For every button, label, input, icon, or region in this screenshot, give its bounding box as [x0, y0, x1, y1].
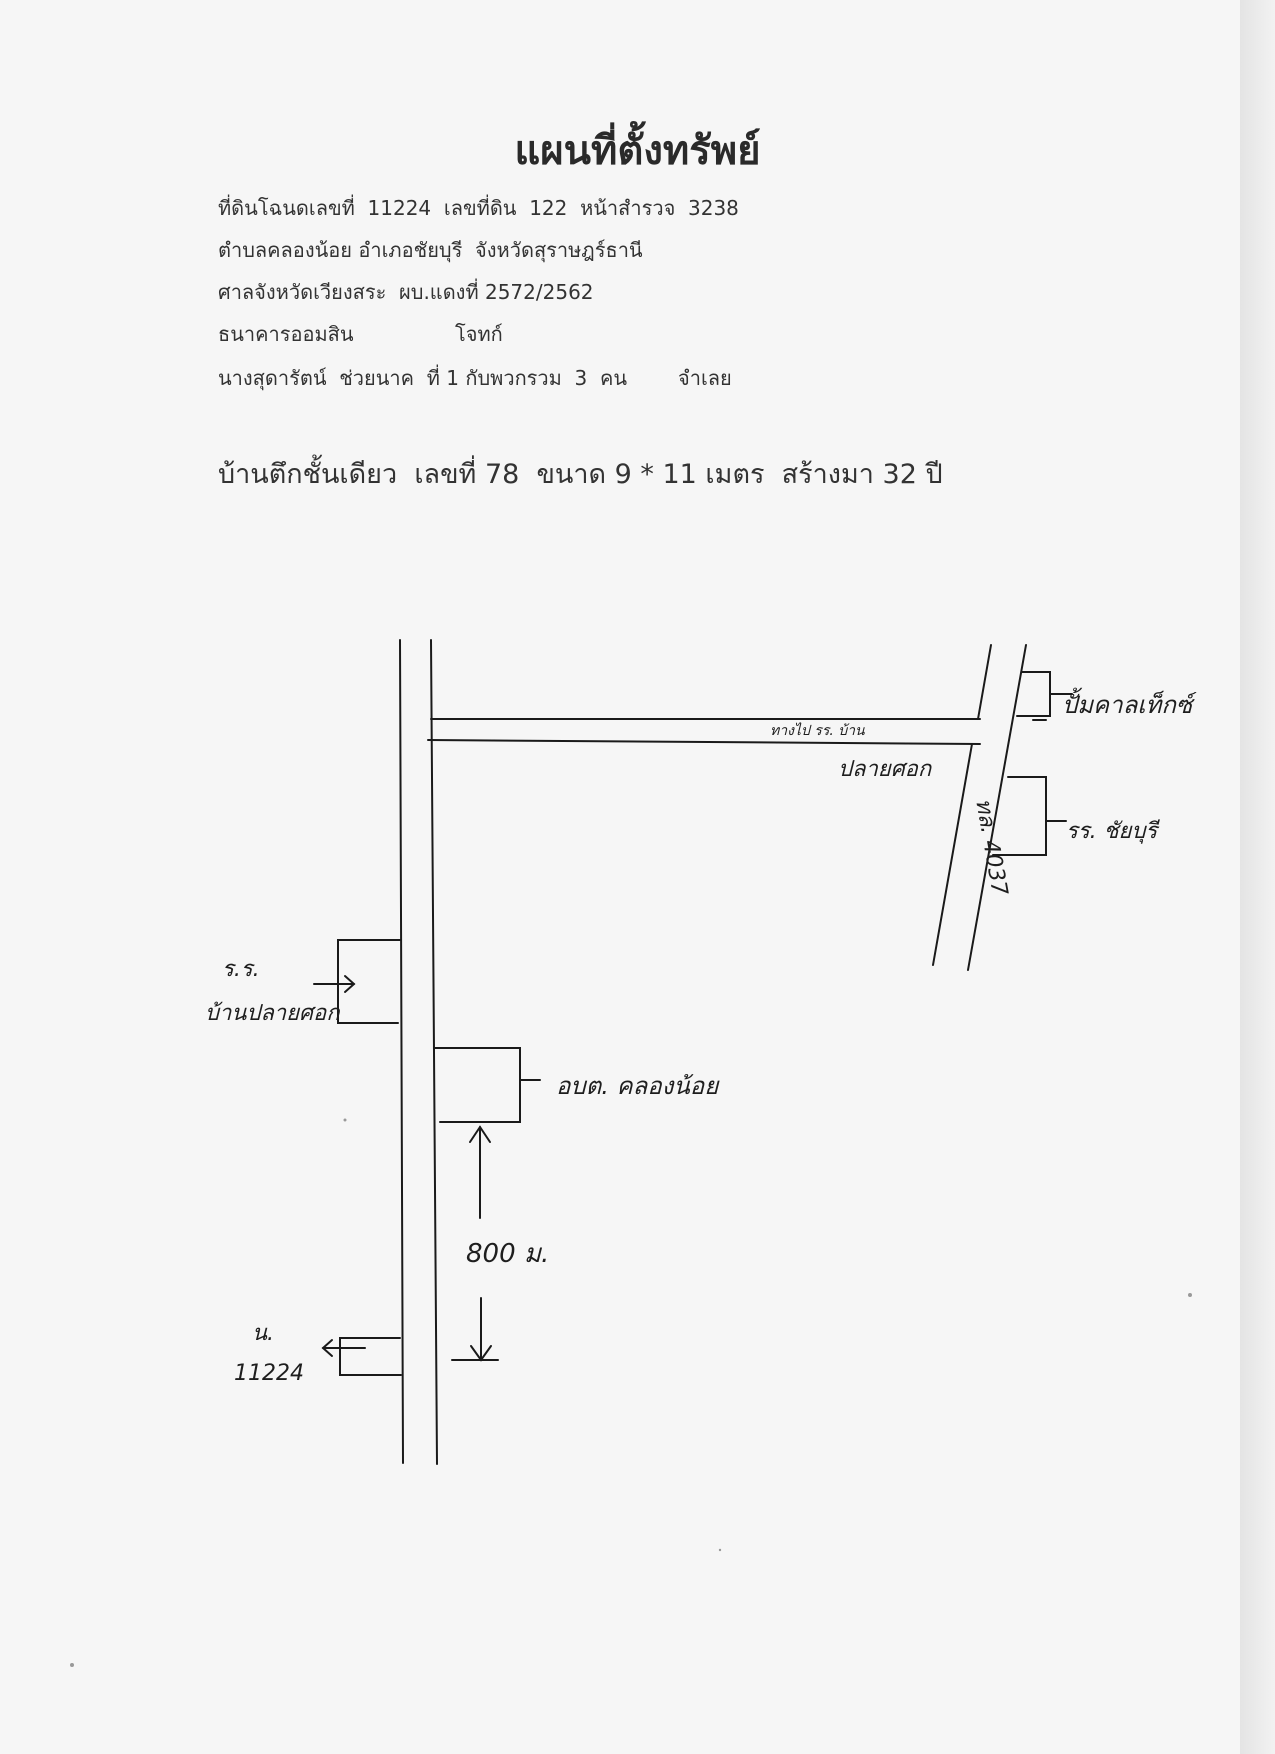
school-left-label-1: ร.ร. — [222, 957, 260, 982]
highway-left-edge-lower — [932, 743, 973, 966]
property-marker — [339, 1337, 402, 1376]
defendant-role: จำเลย — [678, 366, 732, 390]
property-label-1: น. — [252, 1321, 274, 1346]
building-description: บ้านตึกชั้นเดียว เลขที่ 78 ขนาด 9 * 11 เ… — [218, 459, 943, 490]
tambon-office-label: อบต. คลองน้อย — [556, 1072, 720, 1100]
school-chaiburi-label: รร. ชัยบุรี — [1066, 819, 1160, 844]
school-left-label-2: บ้านปลายศอก — [205, 1001, 341, 1026]
page-title: แผนที่ตั้งทรัพย์ — [514, 128, 761, 174]
deed-info-line: ที่ดินโฉนดเลขที่ 11224 เลขที่ดิน 122 หน้… — [218, 196, 739, 220]
court-case-line: ศาลจังหวัดเวียงสระ ผบ.แดงที่ 2572/2562 — [218, 280, 594, 304]
main-road-right-edge — [430, 639, 438, 1465]
main-road-left-edge — [399, 639, 404, 1464]
school-left-marker — [337, 939, 401, 1024]
highway-right-edge — [967, 644, 1027, 971]
distance-label: 800 ม. — [466, 1239, 549, 1269]
highway-label: ทล. 4037 — [970, 797, 1012, 898]
highway-left-edge-upper — [977, 644, 992, 720]
school-chaiburi-marker — [992, 776, 1047, 856]
scanned-page — [0, 0, 1240, 1754]
gas-station-label: ปั้มคาลเท็กซ์ — [1062, 687, 1197, 719]
road-to-school-label-2: ปลายศอก — [838, 757, 933, 782]
gas-station-marker — [1016, 671, 1051, 717]
scan-edge — [1240, 0, 1275, 1754]
road-to-school-label: ทางไป รร. บ้าน — [770, 722, 865, 739]
defendant-name: นางสุดารัตน์ ช่วยนาค ที่ 1 กับพวกรวม 3 ค… — [218, 366, 628, 390]
property-label-2: 11224 — [234, 1361, 304, 1386]
plaintiff-name: ธนาคารออมสิน — [218, 322, 354, 346]
plaintiff-role: โจทก์ — [455, 322, 503, 346]
tambon-office-marker — [433, 1047, 521, 1123]
branch-road-bottom-edge — [427, 739, 981, 745]
location-line: ตำบลคลองน้อย อำเภอชัยบุรี จังหวัดสุราษฎร… — [218, 238, 643, 262]
